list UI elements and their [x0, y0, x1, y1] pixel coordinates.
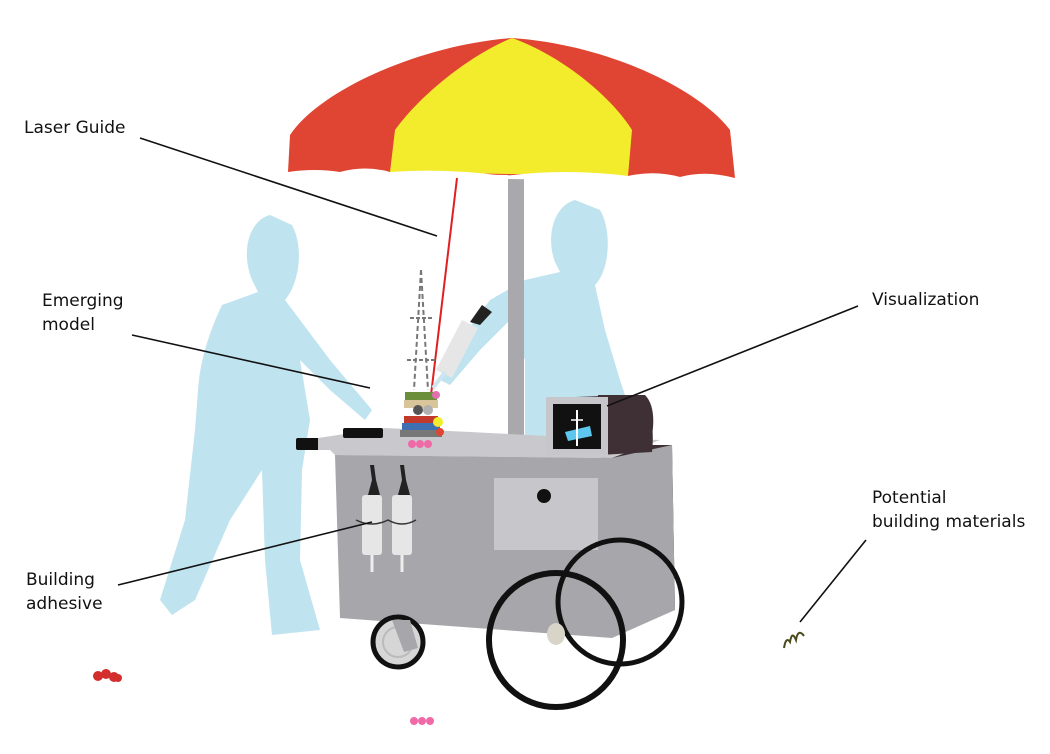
drawer-knob: [537, 489, 551, 503]
label-potential-materials-line2: building materials: [872, 512, 1026, 532]
monitor-icon: [546, 395, 653, 455]
label-laser-guide: Laser Guide: [24, 116, 126, 140]
umbrella-icon: [288, 38, 735, 182]
label-visualization-text: Visualization: [872, 290, 980, 310]
leader-lines: [117, 137, 867, 623]
label-potential-materials-line1: Potential: [872, 488, 947, 508]
label-emerging-model-line2: model: [42, 315, 95, 335]
label-emerging-model: Emerging model: [42, 289, 124, 337]
label-emerging-model-line1: Emerging: [42, 291, 124, 311]
leader-laser-guide: [139, 137, 438, 237]
wheel-icon: [486, 537, 685, 710]
person-right-icon: [440, 200, 640, 440]
tower-model-icon: [400, 269, 444, 448]
leader-building-adhesive: [117, 521, 373, 586]
label-potential-materials: Potential building materials: [872, 486, 1025, 534]
scattered-materials: [93, 631, 805, 725]
cart-handle: [296, 428, 383, 450]
glue-gun-icon: [355, 465, 417, 572]
umbrella-pole: [508, 170, 524, 445]
drawer-panel: [494, 478, 598, 550]
label-visualization: Visualization: [872, 288, 979, 312]
leader-visualization: [606, 305, 859, 407]
handheld-glue-gun: [431, 305, 492, 390]
label-building-adhesive: Building adhesive: [26, 568, 103, 616]
leader-emerging-model: [131, 334, 371, 389]
label-laser-guide-text: Laser Guide: [24, 118, 126, 138]
laser-beam: [430, 177, 458, 396]
person-left-icon: [160, 215, 372, 635]
leader-potential-materials: [799, 539, 867, 623]
label-building-adhesive-line2: adhesive: [26, 594, 103, 614]
caster-wheel: [370, 614, 426, 670]
label-building-adhesive-line1: Building: [26, 570, 95, 590]
